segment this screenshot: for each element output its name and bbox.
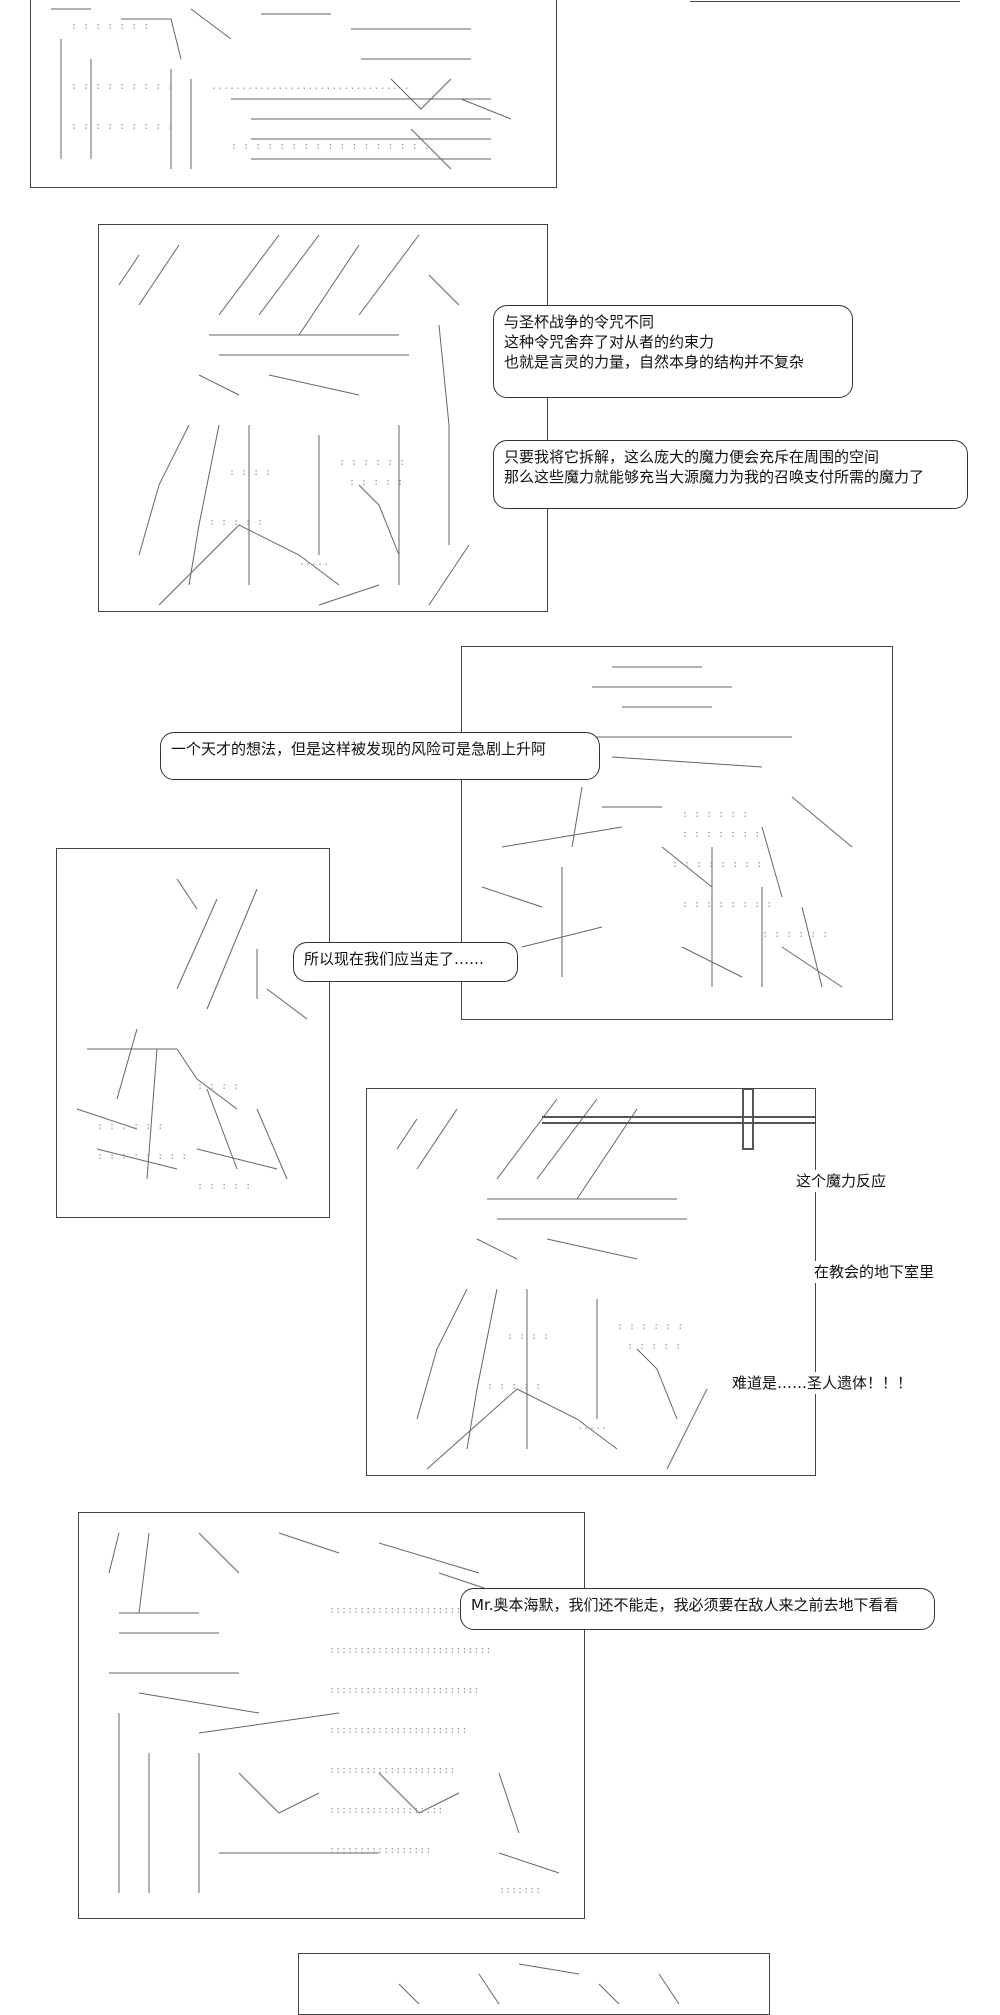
svg-text:: : : :: : : : :	[507, 1331, 549, 1342]
manga-panel-3: : : : : : : : : : : : : : : : : : : : : …	[461, 646, 893, 1020]
svg-text:: : : : : : :: : : : : : : :	[71, 21, 149, 32]
speech-bubble-oppenheimer: Mr.奥本海默，我们还不能走，我必须要在敌人来之前去地下看看	[460, 1588, 935, 1630]
svg-text:: : : : :: : : : : :	[487, 1381, 541, 1392]
manga-panel-4: : : : : : : : : : : : : : : : : : : : : …	[56, 848, 330, 1218]
svg-text:..............................: .................................	[211, 81, 410, 92]
svg-text::::::::::::::::::::::: :::::::::::::::::::::	[329, 1765, 455, 1776]
ascii-art-figure-7	[398, 1963, 680, 2005]
svg-text::::::::::::::::::::: :::::::::::::::::::	[329, 1805, 443, 1816]
svg-text:: : : : :: : : : : :	[627, 1341, 681, 1352]
speech-bubble-explanation-1: 与圣杯战争的令咒不同 这种令咒舍弃了对从者的约束力 也就是言灵的力量，自然本身的…	[493, 305, 853, 398]
ascii-art-figure-5: : : : : : : : : : : : : : : : : : : : : …	[396, 1089, 815, 1470]
manga-panel-7	[298, 1953, 770, 2015]
ascii-art-figure-2: : : : : : : : : : : : : : : : : : : : : …	[118, 234, 470, 606]
svg-text::::::::::::::::::: :::::::::::::::::	[329, 1845, 431, 1856]
dialogue-line: 一个天才的想法，但是这样被发现的风险可是急剧上升阿	[171, 740, 547, 758]
svg-text:: : : : : :: : : : : : :	[617, 1321, 683, 1332]
svg-text::::::::::::::::::::::::::: :::::::::::::::::::::::::	[329, 1685, 480, 1696]
svg-text:.....: .....	[299, 557, 329, 568]
svg-text:: : : : : : : :: : : : : : : : :	[672, 859, 762, 870]
ascii-art-figure-1: : : : : : : : : : : : : : : : : ........…	[51, 8, 512, 170]
speech-bubble-lets-go: 所以现在我们应当走了……	[293, 942, 518, 982]
speech-bubble-explanation-2: 只要我将它拆解，这么庞大的魔力便会充斥在周围的空间 那么这些魔力就能够充当大源魔…	[493, 440, 968, 509]
svg-text::::::::: :::::::	[499, 1885, 541, 1896]
svg-text:: : : : : :: : : : : : :	[97, 1121, 163, 1132]
svg-text:: : : : : :: : : : : : :	[682, 809, 748, 820]
svg-text:: : : : : :: : : : : : :	[762, 929, 828, 940]
dialogue-line: 所以现在我们应当走了……	[304, 950, 485, 968]
svg-text:: : : :: : : : :	[197, 1081, 239, 1092]
ascii-art-figure-3: : : : : : : : : : : : : : : : : : : : : …	[481, 666, 853, 988]
svg-text::::::::::::::::::::::::: :::::::::::::::::::::::	[329, 1725, 467, 1736]
svg-text:: : : : :: : : : : :	[349, 477, 403, 488]
dialogue-line: 与圣杯战争的令咒不同	[504, 313, 655, 331]
svg-text:: : : : : :: : : : : : :	[339, 457, 405, 468]
dialogue-line: Mr.奥本海默，我们还不能走，我必须要在敌人来之前去地下看看	[471, 1596, 899, 1614]
svg-text:: : : : : : : :: : : : : : : : :	[682, 899, 772, 910]
svg-text:: : : : :: : : : : :	[197, 1181, 251, 1192]
dialogue-line: 那么这些魔力就能够充当大源魔力为我的召唤支付所需的魔力了	[504, 468, 925, 486]
svg-text:: : : : : : :: : : : : : : :	[682, 829, 760, 840]
manga-panel-6: ::::::::::::::::::::::::::: ::::::::::::…	[78, 1512, 585, 1919]
svg-text:: : : : :: : : : : :	[209, 517, 263, 528]
manga-panel-1: : : : : : : : : : : : : : : : : ........…	[30, 0, 557, 188]
manga-panel-2: : : : : : : : : : : : : : : : : : : : : …	[98, 224, 548, 612]
svg-text:: : : : : : : : : : : : : : :: : : : : : : : : : : : : : : : : :	[231, 141, 430, 152]
manga-panel-5: : : : : : : : : : : : : : : : : : : : : …	[366, 1088, 816, 1476]
speech-bubble-remark: 一个天才的想法，但是这样被发现的风险可是急剧上升阿	[160, 732, 600, 780]
svg-text::::::::::::::::::::::::::::: :::::::::::::::::::::::::::	[329, 1645, 492, 1656]
svg-text::::::::::::::::::::::::::::: :::::::::::::::::::::::::::	[329, 1605, 492, 1616]
caption-magic-reaction: 这个魔力反应	[792, 1170, 891, 1192]
dialogue-line: 这种令咒舍弃了对从者的约束力	[504, 333, 715, 351]
ascii-art-figure-6: ::::::::::::::::::::::::::: ::::::::::::…	[108, 1532, 560, 1896]
caption-saints-relic: 难道是……圣人遗体！！！	[728, 1372, 917, 1394]
svg-text:: : : : : : : : :: : : : : : : : : :	[71, 121, 173, 132]
caption-church-basement: 在教会的地下室里	[810, 1261, 939, 1283]
svg-text:: : : : : : : : :: : : : : : : : : :	[71, 81, 173, 92]
dialogue-line: 也就是言灵的力量，自然本身的结构并不复杂	[504, 353, 805, 371]
svg-text:: : : :: : : : :	[229, 467, 271, 478]
svg-text:.....: .....	[577, 1421, 607, 1432]
dialogue-line: 只要我将它拆解，这么庞大的魔力便会充斥在周围的空间	[504, 448, 880, 466]
top-rule	[690, 1, 960, 2]
svg-text:: : : : : : : :: : : : : : : : :	[97, 1151, 187, 1162]
ascii-art-figure-4: : : : : : : : : : : : : : : : : : : : : …	[76, 878, 308, 1192]
